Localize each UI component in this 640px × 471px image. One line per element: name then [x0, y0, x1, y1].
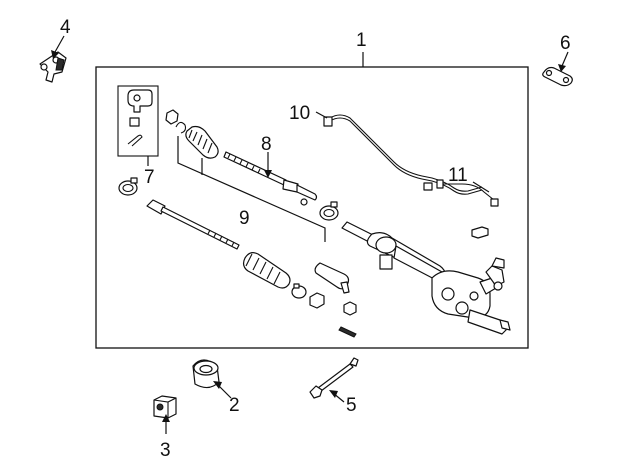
mounting-strap-icon: [542, 66, 573, 87]
mount-insulator-icon: [153, 395, 177, 419]
mounting-bracket-icon: [39, 51, 67, 83]
pressure-line-fitting-icon: [323, 116, 333, 127]
callout-8-label: 8: [261, 134, 272, 155]
boot-clamp-icon: [118, 177, 138, 196]
callout-3-arrow: [162, 414, 170, 422]
return-line-end-icon: [490, 198, 499, 207]
callout-4-label: 4: [60, 17, 71, 38]
boot-clamp-right-icon: [319, 201, 339, 221]
upper-inner-tie-rod-icon: [223, 151, 318, 206]
callout-9-label: 9: [239, 208, 250, 229]
callout-4-arrow: [51, 50, 59, 59]
return-line-icon: [440, 183, 495, 201]
outer-tie-rod-end-icon: [314, 262, 350, 294]
callout-3-label: 3: [160, 440, 171, 461]
callout-9-bracket: [177, 136, 326, 242]
callout-6-leader: [561, 51, 569, 67]
lower-inner-tie-rod-icon: [146, 199, 240, 250]
rack-housing-icon: [341, 221, 511, 335]
callout-10-label: 10: [289, 103, 310, 124]
pressure-line-inner: [329, 117, 483, 195]
callout-2-arrow: [213, 381, 222, 389]
callout-7-label: 7: [144, 167, 155, 188]
cotter-pin-lower-icon: [338, 326, 357, 338]
callout-6-label: 6: [560, 33, 571, 54]
callout-2-label: 2: [229, 395, 240, 416]
mounting-bolt-icon: [309, 357, 359, 399]
rack-bushing-icon: [192, 359, 220, 389]
callout-11-label: 11: [448, 165, 468, 186]
pressure-line-icon: [329, 114, 483, 192]
callout-5-arrow: [329, 390, 338, 398]
callout-10-leader: [315, 111, 328, 119]
kit-nut-icon: [129, 117, 140, 127]
bleeder-fitting-icon: [471, 226, 489, 239]
upper-boot-icon: [185, 125, 219, 159]
line-fitting-right-icon: [423, 182, 433, 191]
boot-clip-icon: [175, 121, 187, 134]
lower-boot-clamp-icon: [291, 283, 307, 299]
lower-boot-icon: [242, 252, 291, 289]
tie-rod-end-icon: [127, 89, 153, 113]
callout-1-label: 1: [356, 30, 367, 51]
jam-nut-icon: [309, 292, 325, 309]
inner-tie-rod-nut-icon: [165, 109, 179, 125]
callout-5-label: 5: [346, 395, 357, 416]
callout-6-arrow: [558, 64, 566, 72]
callout-4-leader: [54, 35, 65, 53]
callout-8-arrow: [264, 170, 272, 178]
castle-nut-icon: [343, 301, 357, 316]
cotter-pin-icon: [127, 134, 143, 147]
tie-rod-end-kit-box: [117, 85, 159, 157]
assembly-frame: [95, 66, 529, 349]
callout-11-leader: [472, 181, 490, 193]
return-line-fitting-icon: [436, 179, 444, 189]
